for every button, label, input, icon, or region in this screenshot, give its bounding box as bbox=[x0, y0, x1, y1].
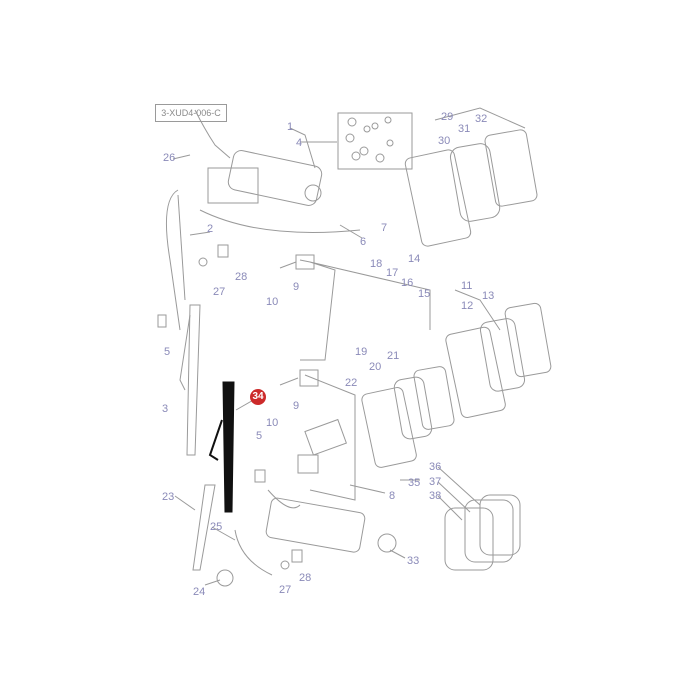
callout-label[interactable]: 28 bbox=[299, 572, 312, 584]
callout-label[interactable]: 3 bbox=[162, 403, 169, 415]
callout-label[interactable]: 21 bbox=[387, 350, 400, 362]
callout-label[interactable]: 10 bbox=[266, 417, 279, 429]
callout-label[interactable]: 32 bbox=[475, 113, 488, 125]
callout-label[interactable]: 20 bbox=[369, 361, 382, 373]
callout-label[interactable]: 26 bbox=[163, 152, 176, 164]
callout-label[interactable]: 5 bbox=[256, 430, 263, 442]
callout-label[interactable]: 5 bbox=[164, 346, 171, 358]
callout-label[interactable]: 27 bbox=[279, 584, 292, 596]
callout-label[interactable]: 28 bbox=[235, 271, 248, 283]
top-wiper-motor bbox=[227, 150, 323, 206]
callout-label[interactable]: 24 bbox=[193, 586, 206, 598]
callout-label[interactable]: 38 bbox=[429, 490, 442, 502]
callout-label[interactable]: 4 bbox=[296, 137, 303, 149]
callout-label[interactable]: 9 bbox=[293, 281, 300, 293]
callout-label[interactable]: 31 bbox=[458, 123, 471, 135]
callout-label[interactable]: 1 bbox=[287, 121, 294, 133]
callout-label[interactable]: 18 bbox=[370, 258, 383, 270]
highlighted-part-badge[interactable]: 34 bbox=[250, 389, 266, 405]
callout-label[interactable]: 29 bbox=[441, 111, 454, 123]
callout-label[interactable]: 17 bbox=[386, 267, 399, 279]
callout-label[interactable]: 9 bbox=[293, 400, 300, 412]
hardware-kit-box bbox=[337, 112, 413, 170]
callout-label[interactable]: 10 bbox=[266, 296, 279, 308]
callout-label[interactable]: 7 bbox=[381, 222, 388, 234]
wiper-blade-34 bbox=[208, 381, 235, 513]
callout-label[interactable]: 11 bbox=[461, 280, 473, 292]
callout-label[interactable]: 36 bbox=[429, 461, 442, 473]
callout-label[interactable]: 8 bbox=[389, 490, 396, 502]
callout-label[interactable]: 37 bbox=[429, 476, 442, 488]
callout-label[interactable]: 33 bbox=[407, 555, 420, 567]
callout-label[interactable]: 2 bbox=[207, 223, 214, 235]
callout-label[interactable]: 25 bbox=[210, 521, 223, 533]
callout-label[interactable]: 23 bbox=[162, 491, 175, 503]
callout-label[interactable]: 35 bbox=[408, 477, 421, 489]
callout-label[interactable]: 13 bbox=[482, 290, 495, 302]
callout-label[interactable]: 15 bbox=[418, 288, 431, 300]
callout-label[interactable]: 14 bbox=[408, 253, 421, 265]
callout-label[interactable]: 12 bbox=[461, 300, 474, 312]
callout-label[interactable]: 6 bbox=[360, 236, 367, 248]
callout-label[interactable]: 19 bbox=[355, 346, 368, 358]
callout-label[interactable]: 22 bbox=[345, 377, 358, 389]
callout-label[interactable]: 30 bbox=[438, 135, 451, 147]
reference-code-label: 3-XUD4-006-C bbox=[155, 104, 227, 122]
callout-label[interactable]: 16 bbox=[401, 277, 414, 289]
callout-label[interactable]: 27 bbox=[213, 286, 226, 298]
